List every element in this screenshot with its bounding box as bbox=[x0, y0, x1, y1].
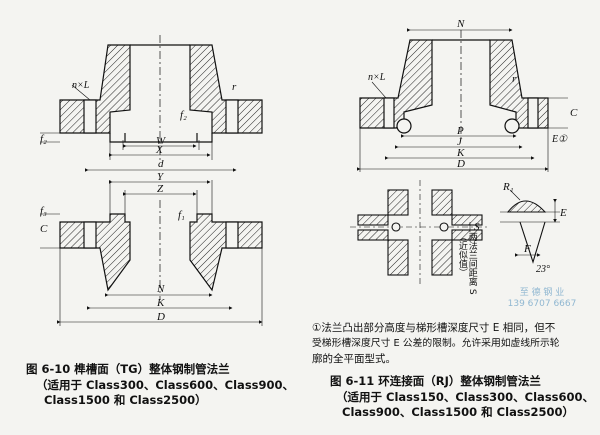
dim-f1-610: f₁ bbox=[178, 209, 185, 221]
dim-K-611: K bbox=[456, 147, 465, 159]
dim-P-611: P bbox=[456, 125, 464, 137]
dim-r-610: r bbox=[232, 81, 237, 93]
dim-W-610: W bbox=[156, 135, 166, 147]
dim-S-611: S bbox=[474, 221, 480, 233]
note-line3: 廓的全平面型式。 bbox=[312, 353, 396, 366]
fig610-caption-line1: 图 6-10 榫槽面（TG）整体钢制管法兰 bbox=[26, 362, 230, 376]
dim-K-610: K bbox=[156, 297, 165, 309]
watermark-line1: 至 德 钢 业 bbox=[519, 288, 565, 298]
fig611-caption: 图 6-11 环连接面（RJ）整体钢制管法兰 （适用于 Class150、Cla… bbox=[330, 374, 594, 421]
fig611-groove-detail bbox=[500, 189, 560, 264]
dim-R1-611: R₁ bbox=[502, 181, 514, 193]
fig611-caption-line1: 图 6-11 环连接面（RJ）整体钢制管法兰 bbox=[330, 374, 541, 388]
dim-nxL-611: n×L bbox=[368, 72, 386, 83]
fig611-rj-flange bbox=[357, 28, 568, 172]
fig611-joint-assembly bbox=[350, 180, 490, 285]
dim-J-611: J bbox=[457, 136, 463, 148]
watermark: 至 德 钢 业 139 6707 6667 bbox=[492, 288, 592, 310]
dim-d-610: d bbox=[158, 158, 164, 170]
dim-angle-611: 23° bbox=[536, 264, 550, 275]
dim-E-611: E bbox=[559, 207, 567, 219]
dim-D-611: D bbox=[456, 158, 465, 170]
note-line1: ①法兰凸出部分高度与梯形槽深度尺寸 E 相同，但不 bbox=[312, 322, 556, 334]
fig611-vertical-label: 两法兰间距离 S（近似值） bbox=[456, 232, 477, 295]
fig610-tongue-flange bbox=[40, 35, 263, 160]
fig611-caption-line3: Class900、Class1500 和 Class2500） bbox=[342, 405, 575, 420]
dim-X-610: X bbox=[155, 144, 164, 156]
dim-f2-610: f₂ bbox=[40, 133, 47, 145]
dim-N-611: N bbox=[456, 18, 465, 30]
watermark-line2: 139 6707 6667 bbox=[507, 298, 577, 309]
note-line2: 受梯形槽深度尺寸 E 公差的限制。允许采用如虚线所示轮 bbox=[312, 338, 560, 350]
dim-nxL-610: n×L bbox=[72, 80, 90, 91]
fig611-caption-line2: （适用于 Class150、Class300、Class600、 bbox=[336, 389, 595, 404]
fig610-groove-flange bbox=[40, 168, 263, 326]
dim-C-611: C bbox=[570, 107, 578, 119]
dim-C-610: C bbox=[40, 223, 48, 235]
dim-E1-611: E① bbox=[551, 134, 568, 145]
dim-F-611: F bbox=[523, 243, 531, 255]
dim-Z-610: Z bbox=[157, 183, 164, 195]
dim-D-610: D bbox=[156, 311, 165, 323]
fig610-caption-line2: （适用于 Class300、Class600、Class900、 bbox=[36, 377, 295, 392]
dim-Y-610: Y bbox=[157, 171, 165, 183]
fig610-caption-line3: Class1500 和 Class2500） bbox=[44, 393, 207, 408]
dim-r-611: r bbox=[512, 73, 517, 85]
dim-f3-610: f₃ bbox=[40, 205, 47, 217]
fig611-note: ①法兰凸出部分高度与梯形槽深度尺寸 E 相同，但不 受梯形槽深度尺寸 E 公差的… bbox=[312, 320, 598, 368]
fig610-caption: 图 6-10 榫槽面（TG）整体钢制管法兰 （适用于 Class300、Clas… bbox=[26, 362, 294, 409]
dim-N-610: N bbox=[156, 283, 165, 295]
dim-f2b-610: f₂ bbox=[180, 109, 187, 121]
